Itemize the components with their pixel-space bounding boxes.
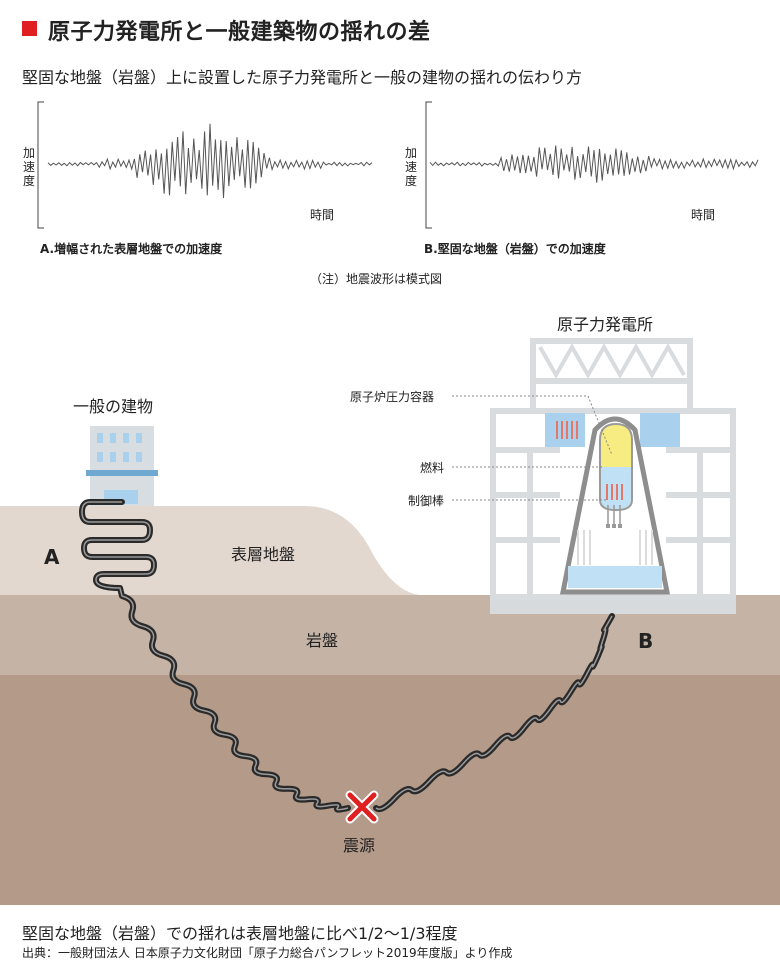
bedrock-label: 岩盤 (306, 631, 339, 650)
waveform-a-ylabel: 加速度 (22, 146, 35, 188)
vessel-label: 原子炉圧力容器 (350, 390, 435, 404)
waveform-a-caption: A.増幅された表層地盤での加速度 (40, 242, 223, 256)
plant-label: 原子力発電所 (557, 315, 654, 334)
waveform-b-caption: B.堅固な地盤（岩盤）での加速度 (424, 242, 606, 256)
summary-text: 堅固な地盤（岩盤）での揺れは表層地盤に比べ1/2〜1/3程度 (22, 924, 458, 943)
surface-layer-label: 表層地盤 (231, 545, 296, 564)
general-building (86, 426, 158, 506)
point-a-label: A (44, 545, 60, 569)
page-subtitle: 堅固な地盤（岩盤）上に設置した原子力発電所と一般の建物の揺れの伝わり方 (22, 68, 583, 87)
deep-ground (0, 675, 780, 905)
title-marker (22, 21, 37, 36)
building-label: 一般の建物 (73, 397, 154, 416)
point-b-label: B (638, 629, 654, 653)
waveform-note: （注）地震波形は模式図 (310, 272, 443, 286)
nuclear-plant (452, 338, 736, 614)
epicenter-label: 震源 (343, 836, 376, 855)
waveform-b-bracket (425, 101, 432, 229)
waveform-a-bracket (37, 101, 44, 229)
wave-path-to-plant-highlight (375, 615, 613, 810)
source-text: 出典：一般財団法人 日本原子力文化財団「原子力総合パンフレット2019年度版」よ… (22, 946, 513, 960)
fuel-label: 燃料 (420, 461, 445, 475)
wave-path-to-building-highlight (81, 501, 349, 811)
surface-layer (0, 506, 420, 595)
control-rod-label: 制御棒 (408, 494, 445, 508)
waveform-a-xlabel: 時間 (310, 208, 335, 222)
waveform-a-trace (47, 123, 373, 199)
waveform-b-trace (429, 145, 759, 183)
waveform-b-xlabel: 時間 (691, 208, 716, 222)
waveform-b-ylabel: 加速度 (404, 146, 417, 188)
page-title: 原子力発電所と一般建築物の揺れの差 (48, 20, 431, 45)
epicenter-cross (347, 792, 377, 822)
